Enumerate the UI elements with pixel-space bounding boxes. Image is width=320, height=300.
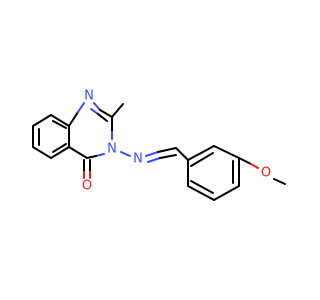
bond — [50, 114, 70, 127]
bond — [145, 151, 159, 157]
bond — [159, 154, 177, 159]
bond — [77, 102, 85, 113]
carbon-bonds — [32, 103, 286, 201]
bond — [238, 157, 252, 165]
bond — [273, 178, 286, 185]
bond — [111, 103, 124, 118]
bond — [147, 157, 161, 163]
bond — [99, 109, 113, 118]
bond — [52, 120, 67, 129]
oxygen-bonds — [83, 157, 259, 179]
bond — [50, 146, 70, 159]
bond — [213, 145, 240, 159]
bond — [213, 185, 240, 201]
atom-label-n1: N — [84, 89, 94, 104]
bond — [68, 146, 88, 159]
bond — [95, 153, 105, 157]
bond — [190, 152, 214, 167]
bond — [190, 180, 214, 194]
bond — [52, 143, 67, 153]
bond — [120, 151, 131, 157]
bond — [97, 113, 108, 122]
bond — [175, 147, 189, 161]
bond — [157, 147, 177, 153]
bond — [86, 155, 97, 159]
atom-label-o-carbonyl: O — [82, 179, 92, 194]
atom-label-n-imine: N — [133, 152, 143, 167]
molecule-canvas: N N N O O — [32, 88, 286, 201]
bond — [68, 111, 79, 127]
bond — [187, 145, 215, 161]
nitrogen-bonds — [68, 102, 177, 163]
bond — [90, 108, 99, 115]
molecule-structure: N N N O O — [32, 89, 286, 201]
bond — [250, 163, 259, 169]
bond — [93, 102, 101, 111]
bond — [32, 146, 52, 159]
bond — [32, 114, 52, 127]
bond — [187, 185, 215, 201]
atom-label-o-methoxy: O — [261, 166, 271, 181]
atom-label-n3: N — [107, 142, 117, 157]
